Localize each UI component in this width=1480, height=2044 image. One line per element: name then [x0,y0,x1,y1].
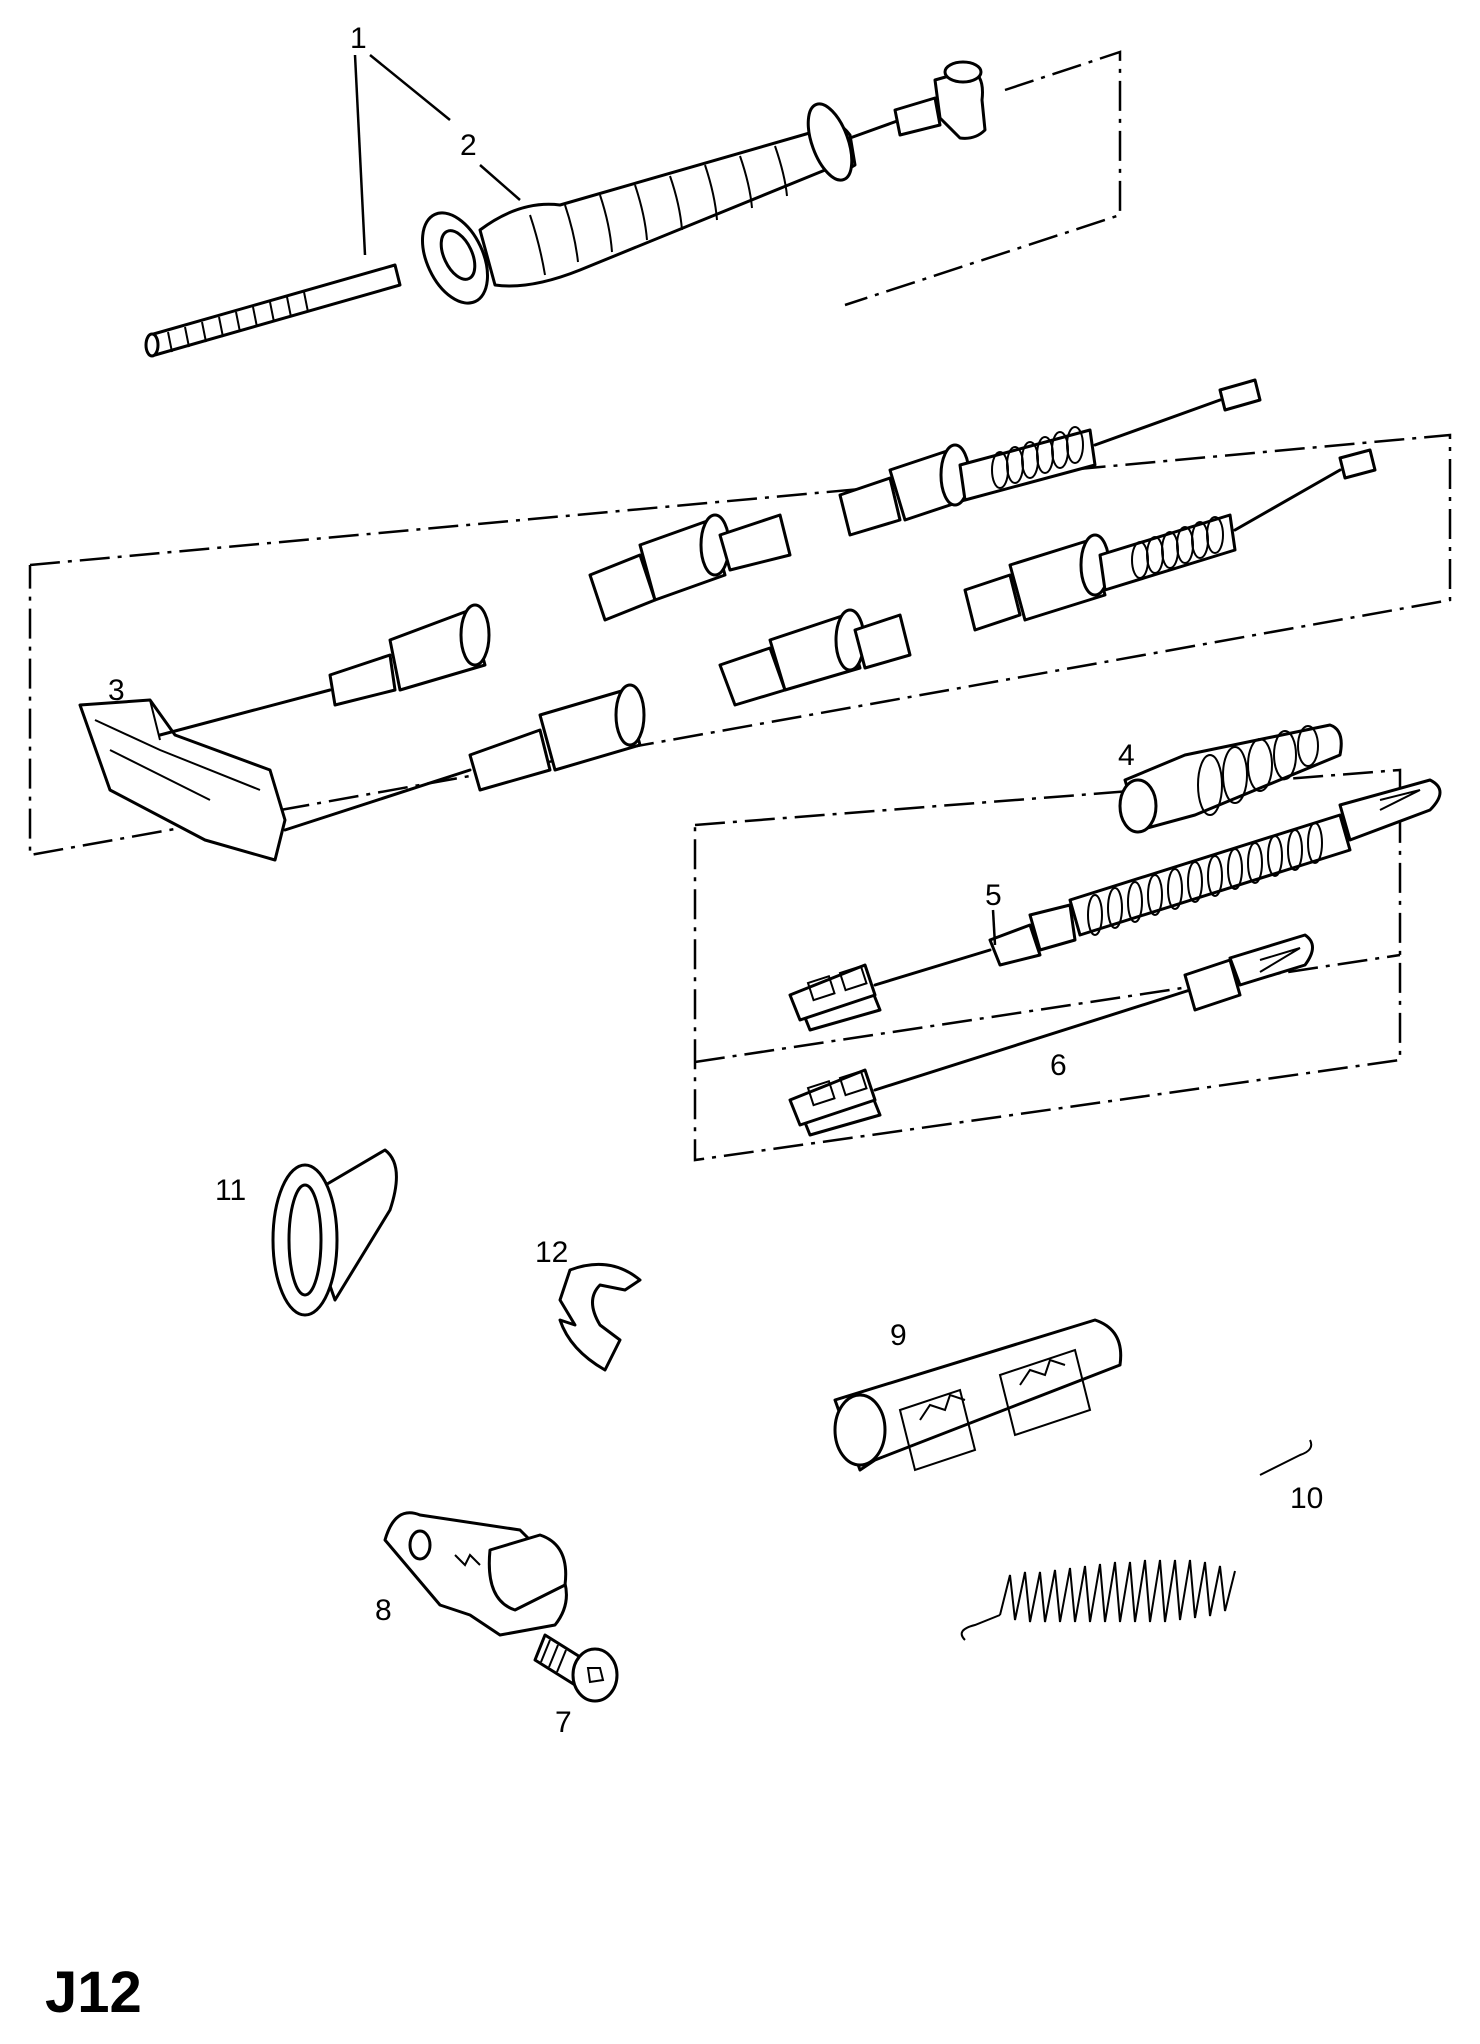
callout-11: 11 [215,1174,246,1207]
part-rear-cable-lower [283,448,1377,832]
part-front-cable [144,60,987,358]
callout-leaders [353,54,997,946]
callout-9: 9 [890,1319,907,1352]
part-cable-spring [788,778,1442,1032]
callout-3: 3 [108,674,125,707]
callout-4: 4 [1118,739,1135,772]
part-spring [960,1439,1313,1641]
part-screw [533,1633,619,1703]
part-retainer [833,1318,1123,1472]
page-code: J12 [45,1960,142,2025]
part-grommet [271,1148,398,1317]
callout-6: 6 [1050,1049,1067,1082]
callout-12: 12 [535,1236,568,1269]
part-clip [558,1262,642,1372]
callout-1: 1 [350,22,367,55]
callout-8: 8 [375,1594,392,1627]
callout-10: 10 [1290,1482,1323,1515]
part-equalizer [78,698,287,862]
part-bracket [383,1511,568,1637]
group-frame-cable-adjuster [844,50,1122,307]
callout-2: 2 [460,129,477,162]
part-rear-cable-upper [158,378,1262,737]
part-boot [1118,723,1343,834]
callout-7: 7 [555,1706,572,1739]
callout-5: 5 [985,879,1002,912]
part-cable-short [788,933,1314,1137]
